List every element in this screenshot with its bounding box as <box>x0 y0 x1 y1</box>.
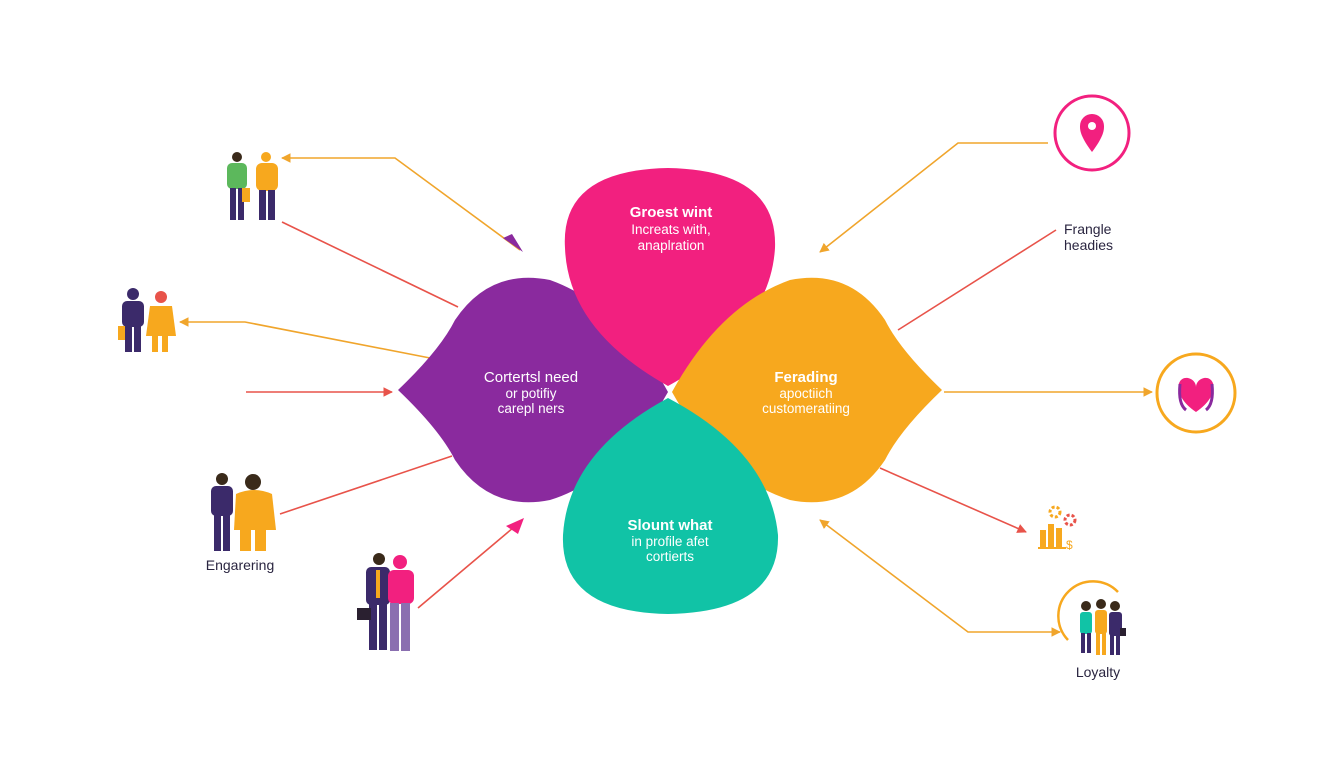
petal-bottom <box>562 398 779 614</box>
label-frangle-line-1: Frangle <box>1064 221 1112 237</box>
people-pair-bottom-left-icon <box>357 553 414 651</box>
petal-left-line-1: or potifiy <box>505 386 556 401</box>
connector-mid-left-orange <box>179 317 431 359</box>
petal-top-text: Groest wint Increats with, anaplration <box>630 204 713 253</box>
svg-text:$: $ <box>1066 538 1073 552</box>
connector-top-left-orange <box>281 153 521 251</box>
petal-bottom-line-1: in profile afet <box>631 534 709 549</box>
label-engagering: Engarering <box>206 557 275 573</box>
petal-right-text: Ferading apoctiich customeratiing <box>762 369 850 416</box>
petal-top-line-1: Increats with, <box>631 222 711 237</box>
connector-low-right-red <box>879 467 1027 533</box>
connector-bottom-left-arrowhead <box>506 518 524 534</box>
connector-lines <box>179 142 1153 637</box>
petal-right-title: Ferading <box>774 369 837 386</box>
petal-bottom-line-2: cortierts <box>646 549 694 564</box>
petal-right-line-1: apoctiich <box>779 386 832 401</box>
petal-left-title: Cortertsl need <box>484 369 578 386</box>
petal-left-text: Cortertsl need or potifiy carepl ners <box>484 369 578 416</box>
people-pair-mid-left-icon <box>118 288 176 352</box>
people-group-icon <box>1057 580 1126 655</box>
people-pair-top-left-icon <box>227 152 278 220</box>
connector-top-right-orange <box>819 142 1048 253</box>
connector-low-left-red <box>279 455 453 515</box>
petal-bottom-text: Slount what in profile afet cortierts <box>628 517 713 564</box>
connector-upper-right-red <box>897 229 1057 331</box>
petal-bottom-title: Slount what <box>628 517 713 534</box>
heart-icon <box>1155 352 1237 434</box>
petal-right <box>672 277 942 503</box>
petal-right-line-2: customeratiing <box>762 401 850 416</box>
petal-top-line-2: anaplration <box>638 238 705 253</box>
label-frangle-line-2: headies <box>1064 237 1113 253</box>
connector-bottom-left-red <box>417 521 521 609</box>
label-loyalty: Loyalty <box>1076 664 1120 680</box>
petal-left <box>398 277 668 503</box>
people-pair-engaging-icon <box>211 473 276 551</box>
connector-bottom-right-orange <box>819 519 1061 637</box>
connector-top-left-red <box>281 221 459 308</box>
connector-top-left-arrowhead <box>503 234 523 252</box>
chart-gear-icon: $ <box>1038 505 1077 552</box>
location-pin-icon <box>1053 94 1131 172</box>
petal-top-title: Groest wint <box>630 204 713 221</box>
petal-left-line-2: carepl ners <box>498 401 565 416</box>
